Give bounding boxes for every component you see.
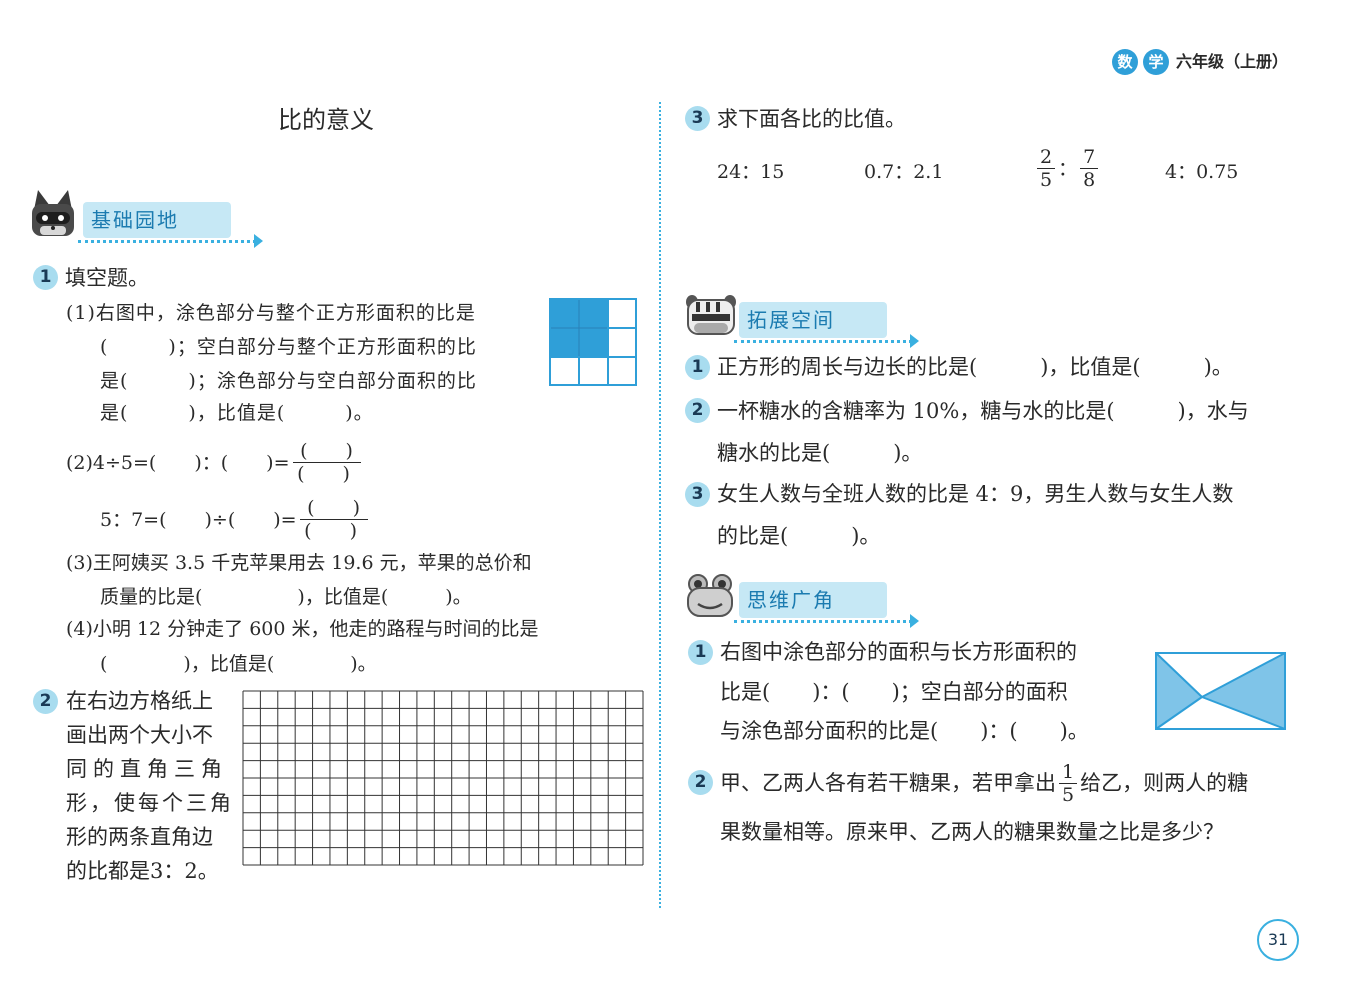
shaded-rectangle-figure <box>1155 652 1286 730</box>
section-header-extension: 拓展空间 <box>684 288 924 348</box>
question-number: 1 <box>685 355 710 380</box>
page-divider <box>659 102 661 908</box>
q1-part2-line2: 5：7=( )÷( )= ( ) ( ) <box>100 497 371 542</box>
section-underline <box>734 340 912 343</box>
grid-paper[interactable] <box>242 690 644 866</box>
q1-part2-line1: (2)4÷5=( )：( )= ( ) ( ) <box>66 440 364 485</box>
q2-line: 在右边方格纸上 <box>66 689 213 713</box>
section-header-thinking: 思维广角 <box>684 568 924 628</box>
think-q2-line2: 果数量相等。原来甲、乙两人的糖果数量之比是多少？ <box>720 820 1224 844</box>
question-number: 3 <box>685 106 710 131</box>
think-q1-line1: 右图中涂色部分的面积与长方形面积的 <box>720 640 1077 664</box>
q2-line: 画出两个大小不 <box>66 723 213 747</box>
raccoon-mascot-icon <box>32 190 74 236</box>
q1-part1-line2: ( )；空白部分与整个正方形面积的比 <box>100 336 477 358</box>
ext-q2-line1: 一杯糖水的含糖率为 10%，糖与水的比是( )，水与 <box>717 399 1249 423</box>
q1-part1-line1: (1)右图中，涂色部分与整个正方形面积的比是 <box>66 302 476 324</box>
question-number: 2 <box>33 689 58 714</box>
q2-text: 在右边方格纸上 画出两个大小不 同的直角三角 形，使每个三角 形的两条直角边 的… <box>66 684 236 888</box>
ext-q1-line1: 正方形的周长与边长的比是( )，比值是( )。 <box>717 355 1233 379</box>
question-number: 3 <box>685 482 710 507</box>
question-title: 填空题。 <box>65 266 149 290</box>
q2-line: 形的两条直角边 <box>66 825 213 849</box>
q1-part4-line2: ( )，比值是( )。 <box>100 653 377 675</box>
subject-badge-2: 学 <box>1143 49 1169 75</box>
think-q2-line1: 甲、乙两人各有若干糖果，若甲拿出 1 5 给乙，则两人的糖 <box>720 760 1249 806</box>
ratio-item: 0.7：2.1 <box>864 161 944 183</box>
section-underline <box>78 240 256 243</box>
zebra-mascot-icon <box>686 295 736 335</box>
arrow-right-icon <box>910 614 919 628</box>
q1-part4-line1: (4)小明 12 分钟走了 600 米，他走的路程与时间的比是 <box>66 618 539 640</box>
arrow-right-icon <box>910 334 919 348</box>
frog-mascot-icon <box>687 574 733 617</box>
ext-q2-line2: 糖水的比是( )。 <box>717 441 923 465</box>
think-q1-line2: 比是( )：( )；空白部分的面积 <box>720 680 1068 704</box>
page-title: 比的意义 <box>278 106 374 134</box>
question-number: 1 <box>33 265 58 290</box>
ratio-item: 24：15 <box>717 161 785 183</box>
ext-q3-line1: 女生人数与全班人数的比是 4：9，男生人数与女生人数 <box>717 482 1234 506</box>
question-title: 求下面各比的比值。 <box>717 107 906 131</box>
section-underline <box>734 620 912 623</box>
question-number: 1 <box>688 640 713 665</box>
shaded-square-figure <box>549 298 637 386</box>
question-number: 2 <box>685 398 710 423</box>
section-label-basic: 基础园地 <box>83 202 231 238</box>
ext-q3-line2: 的比是( )。 <box>717 524 881 548</box>
blank-fraction: ( ) ( ) <box>292 440 361 485</box>
ratio-item: 4：0.75 <box>1165 161 1239 183</box>
q1-part3-line1: (3)王阿姨买 3.5 千克苹果用去 19.6 元，苹果的总价和 <box>66 552 532 574</box>
q1-part1-line4: 是( )，比值是( )。 <box>100 402 374 424</box>
section-label-extension: 拓展空间 <box>739 302 887 338</box>
think-q1-line3: 与涂色部分面积的比是( )：( )。 <box>720 719 1089 743</box>
subject-badge-1: 数 <box>1112 49 1138 75</box>
q1-part3-line2: 质量的比是( )，比值是( )。 <box>100 586 472 608</box>
page-number: 31 <box>1257 919 1299 961</box>
q2-line: 形，使每个三角 <box>66 791 234 815</box>
grade-label: 六年级（上册） <box>1176 52 1289 71</box>
blank-fraction: ( ) ( ) <box>299 497 368 542</box>
q1-part1-line3: 是( )；涂色部分与空白部分面积的比 <box>100 370 477 392</box>
section-label-thinking: 思维广角 <box>739 582 887 618</box>
fraction-one-fifth: 1 5 <box>1059 761 1078 806</box>
q2-line: 的比都是3：2。 <box>66 859 219 883</box>
q2-line: 同的直角三角 <box>66 757 228 781</box>
question-number: 2 <box>688 770 713 795</box>
section-header-basic: 基础园地 <box>28 188 268 248</box>
arrow-right-icon <box>254 234 263 248</box>
